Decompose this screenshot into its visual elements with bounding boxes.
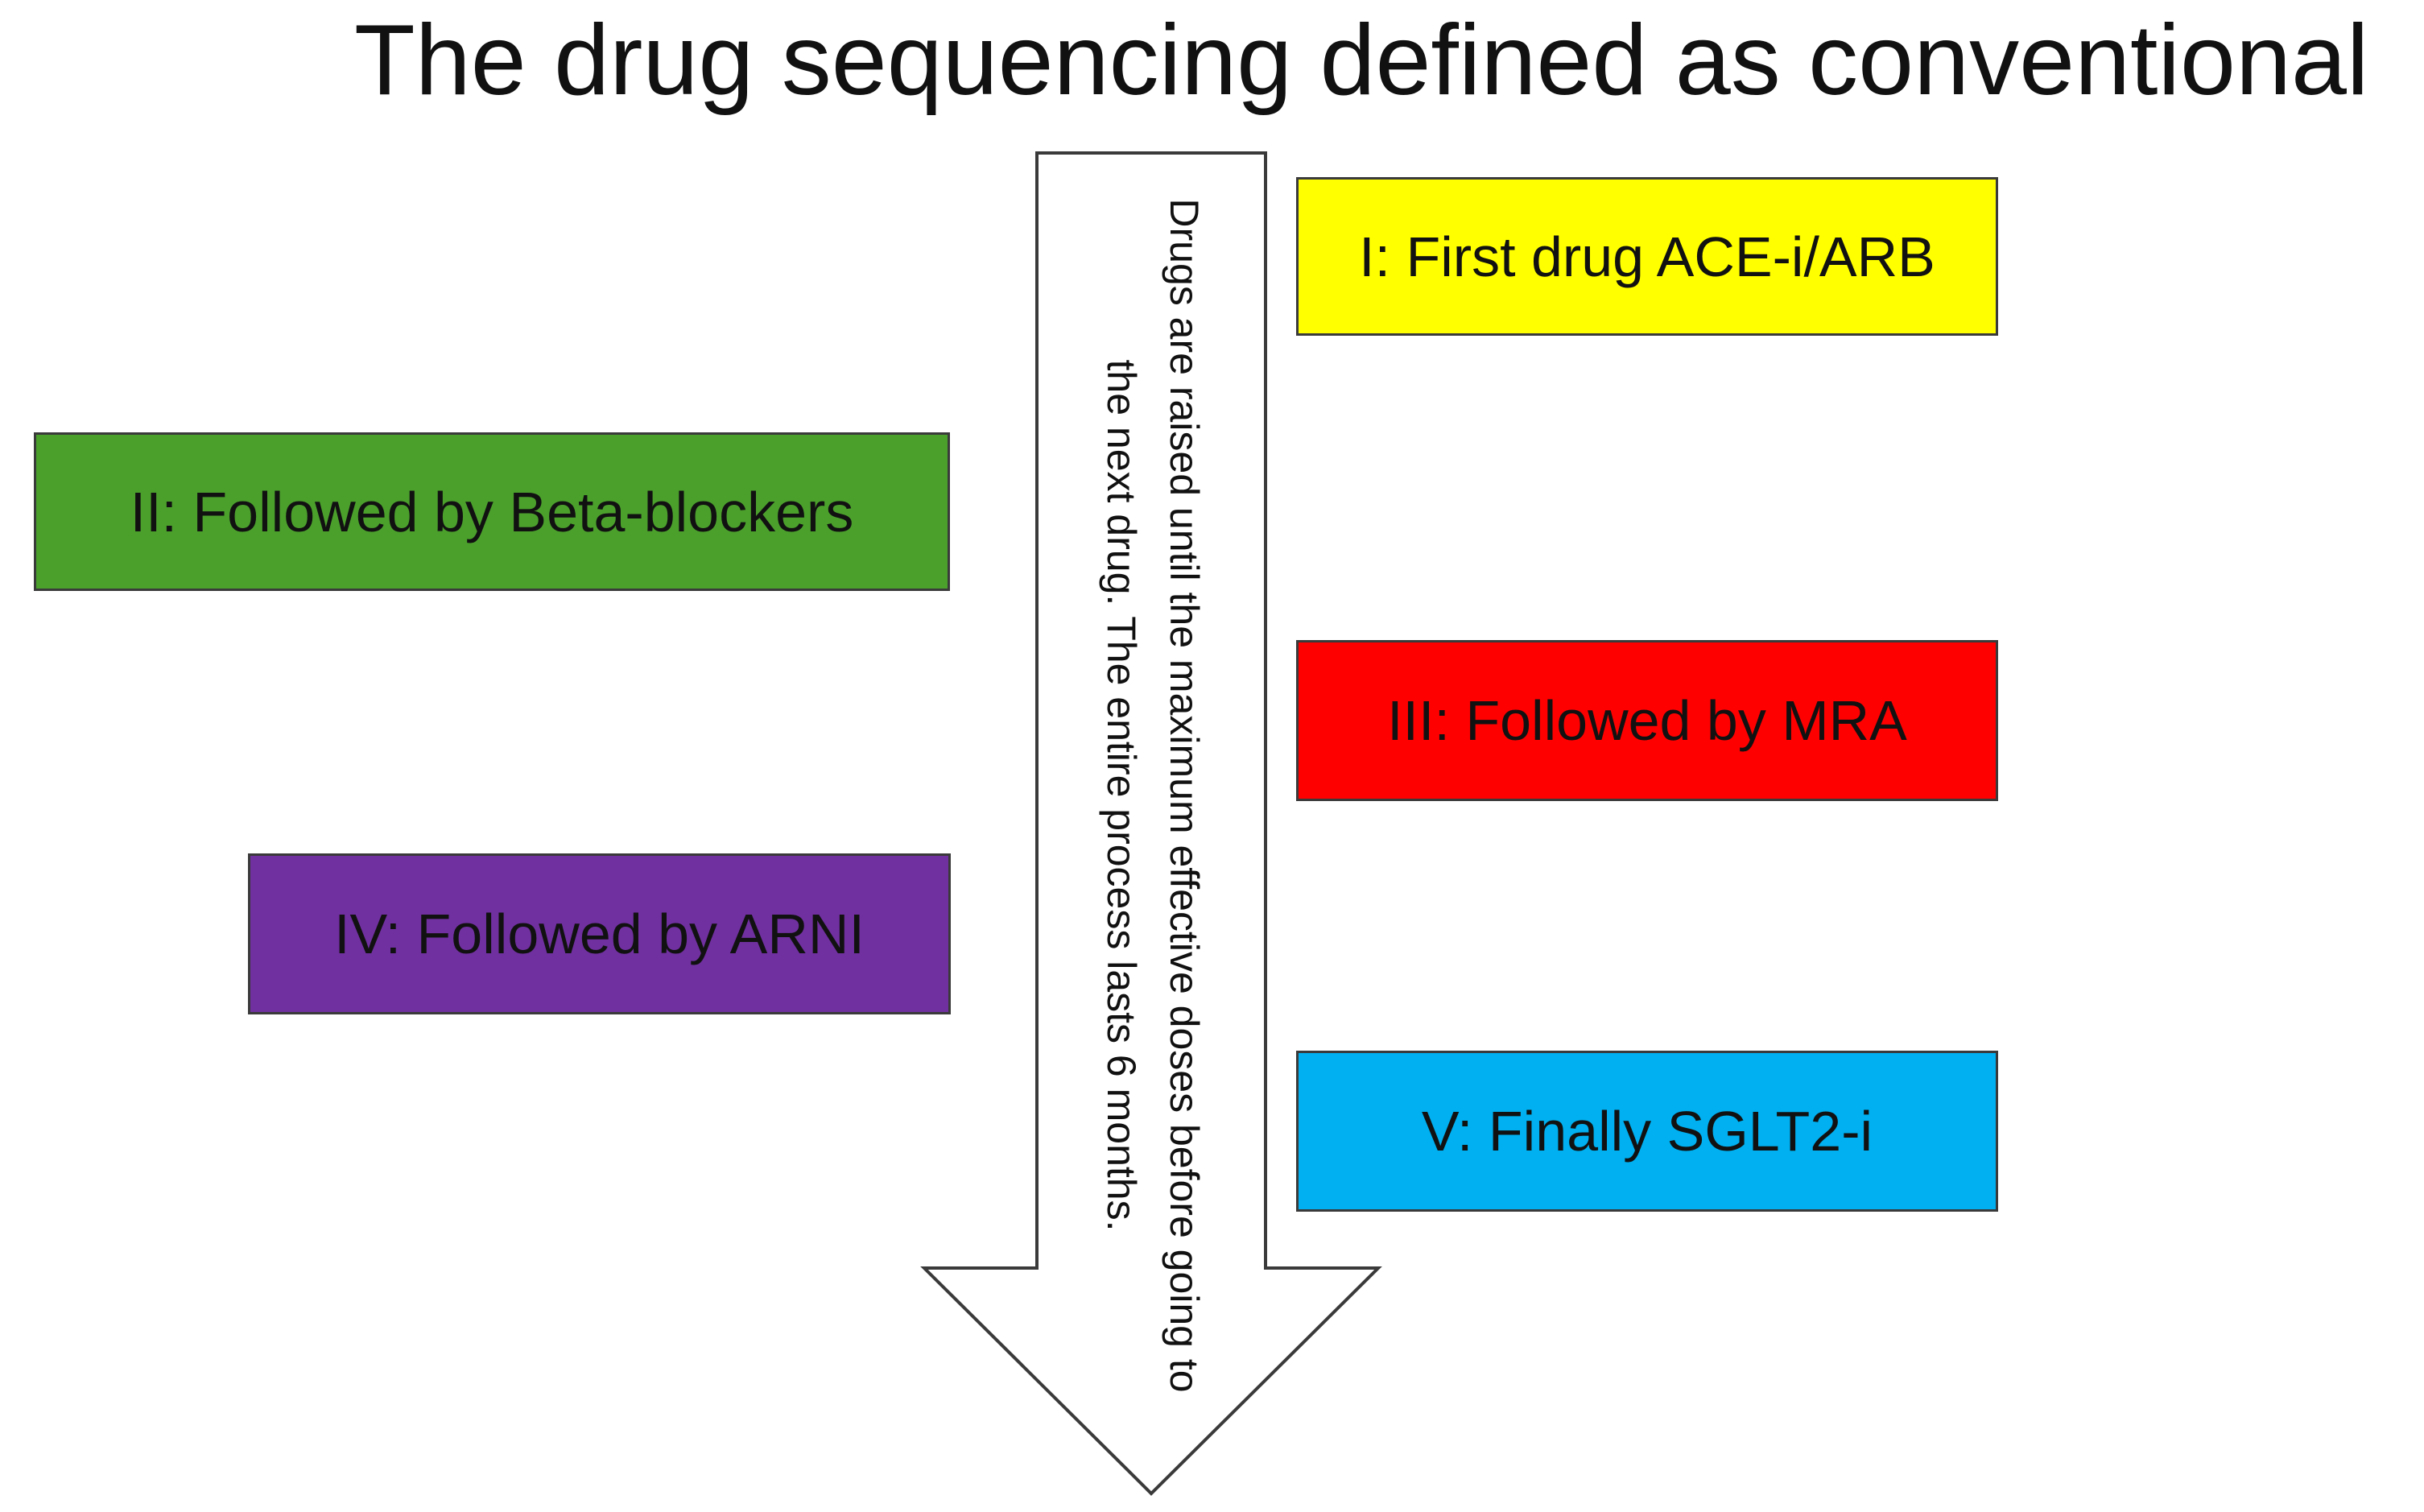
diagram-title: The drug sequencing defined as conventio… [354,5,2369,116]
step-box-2: II: Followed by Beta-blockers [34,432,950,591]
down-arrow-outline [920,151,1382,1496]
step-label-5: V: Finally SGLT2-i [1421,1100,1873,1163]
step-label-4: IV: Followed by ARNI [334,903,865,965]
step-box-4: IV: Followed by ARNI [248,853,951,1014]
step-label-1: I: First drug ACE-i/ARB [1359,225,1935,288]
step-box-3: III: Followed by MRA [1296,640,1998,801]
step-label-3: III: Followed by MRA [1387,689,1907,752]
step-box-5: V: Finally SGLT2-i [1296,1051,1998,1212]
arrow-description: Drugs are raised until the maximum effec… [1099,198,1207,1393]
step-box-1: I: First drug ACE-i/ARB [1296,177,1998,336]
step-label-2: II: Followed by Beta-blockers [130,480,854,543]
